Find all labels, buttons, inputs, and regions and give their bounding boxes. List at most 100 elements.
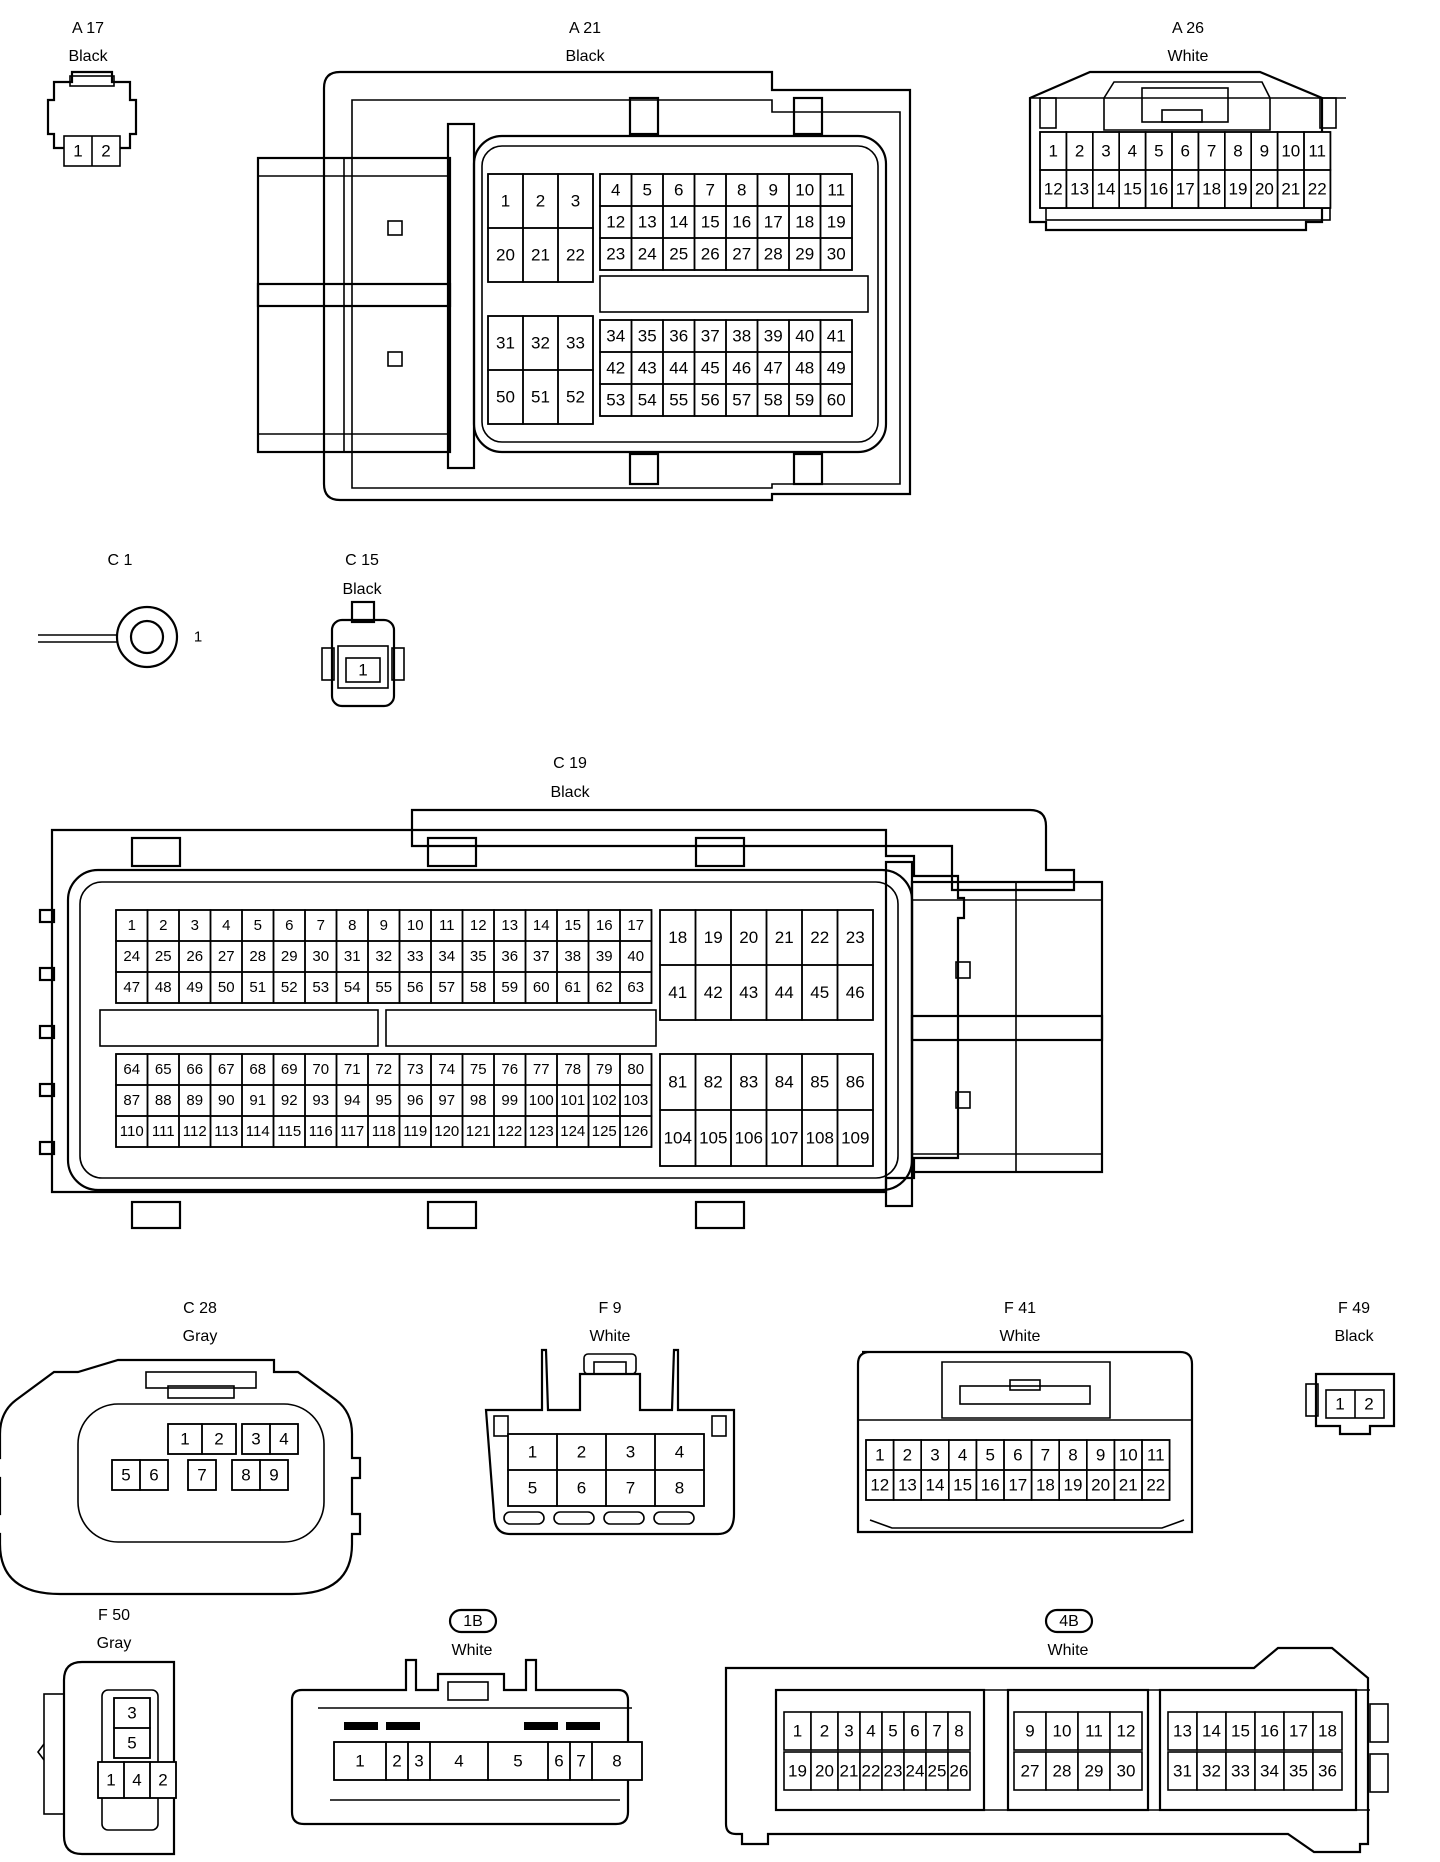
- c1-pin: 1: [194, 629, 202, 646]
- c19-pin: 43: [739, 983, 758, 1002]
- 4b-pin: 20: [815, 1762, 834, 1781]
- connector-a17-color: Black: [68, 48, 108, 65]
- c19-pin: 119: [403, 1123, 427, 1140]
- c19-pin: 92: [281, 1092, 298, 1109]
- a21-pin: 14: [669, 213, 688, 232]
- c19-pin: 118: [372, 1123, 396, 1140]
- a21-pin: 13: [638, 213, 657, 232]
- a21-pin: 39: [764, 327, 783, 346]
- a21-pin: 9: [769, 181, 778, 200]
- c19-pin: 15: [564, 917, 581, 934]
- c19-pin: 14: [533, 917, 550, 934]
- f41-pin: 19: [1064, 1476, 1083, 1495]
- c28-pin: 8: [241, 1466, 250, 1485]
- 1b-pin: 1: [355, 1752, 364, 1771]
- f41-pin: 2: [903, 1446, 912, 1465]
- 4b-pin: 31: [1173, 1762, 1192, 1781]
- f41-pin: 9: [1096, 1446, 1105, 1465]
- 4b-cell: [783, 1751, 812, 1791]
- c19-pin: 78: [564, 1061, 581, 1078]
- c28-pin: 9: [269, 1466, 278, 1485]
- c19-cell: [619, 971, 653, 1004]
- a21-pin: 34: [606, 327, 625, 346]
- 4b-pin: 29: [1085, 1762, 1104, 1781]
- c19-pin: 13: [501, 917, 518, 934]
- c28-cell: [139, 1459, 169, 1491]
- a21-pin: 6: [674, 181, 683, 200]
- c19-pin: 108: [806, 1129, 834, 1148]
- 4b-pin: 26: [950, 1762, 969, 1781]
- 4b-pin: 15: [1231, 1722, 1250, 1741]
- a21-pin: 41: [827, 327, 846, 346]
- a21-pin: 57: [732, 391, 751, 410]
- 4b-cell: [1013, 1711, 1047, 1751]
- c19-pin: 99: [501, 1092, 518, 1109]
- c19-pin: 70: [312, 1061, 329, 1078]
- c19-pin: 64: [123, 1061, 140, 1078]
- 4b-pin: 8: [954, 1722, 963, 1741]
- c19-pin: 65: [155, 1061, 172, 1078]
- 4b-cell: [1109, 1711, 1143, 1751]
- c19-pin: 104: [664, 1129, 692, 1148]
- c19-pin: 93: [312, 1092, 329, 1109]
- c19-pin: 16: [596, 917, 613, 934]
- c19-pin: 88: [155, 1092, 172, 1109]
- connector-a17-id: A 17: [72, 20, 104, 37]
- a21-cell: [819, 237, 853, 271]
- f41-pin: 16: [981, 1476, 1000, 1495]
- c19-pin: 87: [123, 1092, 140, 1109]
- 1b-pin: 6: [554, 1752, 563, 1771]
- a26-pin: 21: [1281, 180, 1300, 199]
- a21-pin: 24: [638, 245, 657, 264]
- c19-pin: 44: [775, 983, 794, 1002]
- 4b-pin: 7: [932, 1722, 941, 1741]
- f50-pin: 4: [132, 1771, 141, 1790]
- f41-pin: 7: [1041, 1446, 1050, 1465]
- a21-pin: 21: [531, 246, 550, 265]
- c19-pin: 40: [627, 948, 644, 965]
- 4b-pin: 27: [1021, 1762, 1040, 1781]
- c19-pin: 80: [627, 1061, 644, 1078]
- c19-pin: 1: [128, 917, 136, 934]
- c19-pin: 69: [281, 1061, 298, 1078]
- 4b-pin: 17: [1289, 1722, 1308, 1741]
- a21-pin: 19: [827, 213, 846, 232]
- c19-pin: 102: [592, 1092, 617, 1109]
- c19-pin: 34: [438, 948, 455, 965]
- c19-pin: 45: [810, 983, 829, 1002]
- 4b-cell: [1283, 1751, 1314, 1791]
- a26-pin: 5: [1154, 142, 1163, 161]
- a21-pin: 50: [496, 388, 515, 407]
- connector-c28-color: Gray: [183, 1328, 218, 1345]
- c19-pin: 97: [438, 1092, 455, 1109]
- a21-pin: 36: [669, 327, 688, 346]
- a21-pin: 32: [531, 334, 550, 353]
- a26-pin: 8: [1233, 142, 1242, 161]
- a26-pin: 10: [1281, 142, 1300, 161]
- c19-cell: [836, 1109, 874, 1167]
- c19-pin: 71: [344, 1061, 361, 1078]
- c19-pin: 126: [623, 1123, 648, 1140]
- a26-pin: 19: [1229, 180, 1248, 199]
- f41-pin: 20: [1091, 1476, 1110, 1495]
- a26-pin: 2: [1075, 142, 1084, 161]
- a21-pin: 22: [566, 246, 585, 265]
- a21-pin: 54: [638, 391, 657, 410]
- 4b-cell: [783, 1711, 812, 1751]
- 4b-pin: 36: [1318, 1762, 1337, 1781]
- 4b-pin: 33: [1231, 1762, 1250, 1781]
- a21-pin: 48: [795, 359, 814, 378]
- a21-pin: 51: [531, 388, 550, 407]
- 1b-cell: [591, 1741, 643, 1781]
- c19-pin: 77: [533, 1061, 550, 1078]
- c19-pin: 96: [407, 1092, 424, 1109]
- f50-pin: 3: [127, 1704, 136, 1723]
- c19-pin: 41: [668, 983, 687, 1002]
- connector-c15-id: C 15: [345, 552, 379, 569]
- c19-pin: 94: [344, 1092, 361, 1109]
